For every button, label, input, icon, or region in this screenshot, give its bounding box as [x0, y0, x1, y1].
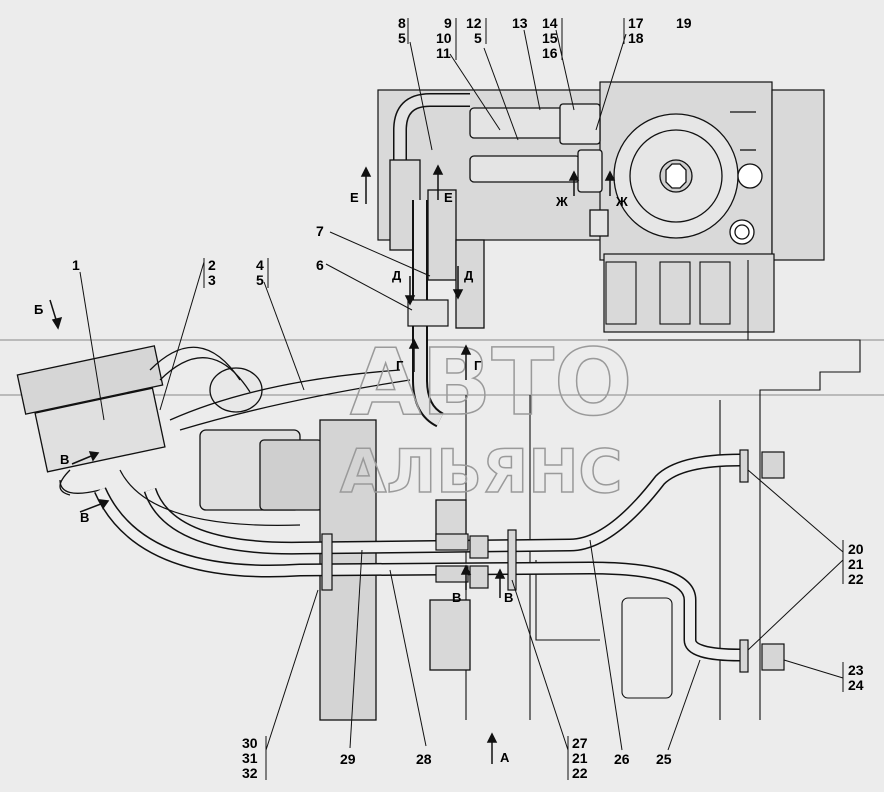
callout-29: 29: [340, 751, 356, 767]
callout-26: 26: [614, 751, 630, 767]
callout-23: 23: [848, 662, 864, 678]
section-V-upper: В: [60, 452, 69, 467]
callout-14: 14: [542, 15, 558, 31]
callout-3: 3: [208, 272, 216, 288]
callout-5b: 5: [398, 30, 406, 46]
callout-19: 19: [676, 15, 692, 31]
callout-32: 32: [242, 765, 258, 781]
section-E-left: Е: [350, 190, 359, 205]
callout-25: 25: [656, 751, 672, 767]
section-G-left: Г: [396, 358, 404, 373]
callout-30: 30: [242, 735, 258, 751]
section-V-mid-right: В: [504, 590, 513, 605]
section-arrows: [49, 164, 616, 764]
callout-8: 8: [398, 15, 406, 31]
callout-21b: 21: [572, 750, 588, 766]
callout-31: 31: [242, 750, 258, 766]
section-Zh-left: Ж: [555, 194, 568, 209]
callout-28: 28: [416, 751, 432, 767]
callout-27: 27: [572, 735, 588, 751]
section-Zh-right: Ж: [615, 194, 628, 209]
section-letters: Е Е Д Д Г Г Ж Ж Б В В В В А: [34, 190, 628, 765]
section-B: Б: [34, 302, 43, 317]
callout-22b: 22: [572, 765, 588, 781]
callout-10: 10: [436, 30, 452, 46]
watermark-line1: АВТО: [350, 329, 632, 436]
return-pipe: [407, 200, 449, 428]
callout-1: 1: [72, 257, 80, 273]
callout-4: 4: [256, 257, 264, 273]
section-D-right: Д: [464, 268, 474, 283]
callout-21: 21: [848, 556, 864, 572]
leader-lines: [79, 18, 844, 780]
section-V-mid-left: В: [452, 590, 461, 605]
section-V-lower: В: [80, 510, 89, 525]
section-D-left: Д: [392, 268, 402, 283]
callout-15: 15: [542, 30, 558, 46]
pump-hoses: [59, 346, 411, 496]
callout-11: 11: [436, 45, 451, 61]
frame-rails: [0, 260, 884, 720]
section-G-right: Г: [474, 358, 482, 373]
callout-22: 22: [848, 571, 864, 587]
callout-7: 7: [316, 223, 324, 239]
callout-numbers: 1 2 3 4 5 6 7 8 5 9 10 11 12 5 13 14 15 …: [72, 15, 864, 781]
fittings: [321, 449, 785, 673]
pressure-lines: [94, 453, 741, 662]
callout-2: 2: [208, 257, 216, 273]
callout-13: 13: [512, 15, 528, 31]
callout-9: 9: [444, 15, 452, 31]
section-A: А: [500, 750, 510, 765]
hydraulic-tank: [613, 111, 763, 245]
callout-17: 17: [628, 15, 644, 31]
callout-18: 18: [628, 30, 644, 46]
callout-16: 16: [542, 45, 558, 61]
watermark-line2: АЛЬЯНС: [340, 437, 622, 507]
callout-20: 20: [848, 541, 864, 557]
callout-12: 12: [466, 15, 482, 31]
section-E-right: Е: [444, 190, 453, 205]
callout-5: 5: [256, 272, 264, 288]
callout-5c: 5: [474, 30, 482, 46]
callout-6: 6: [316, 257, 324, 273]
callout-24: 24: [848, 677, 864, 693]
